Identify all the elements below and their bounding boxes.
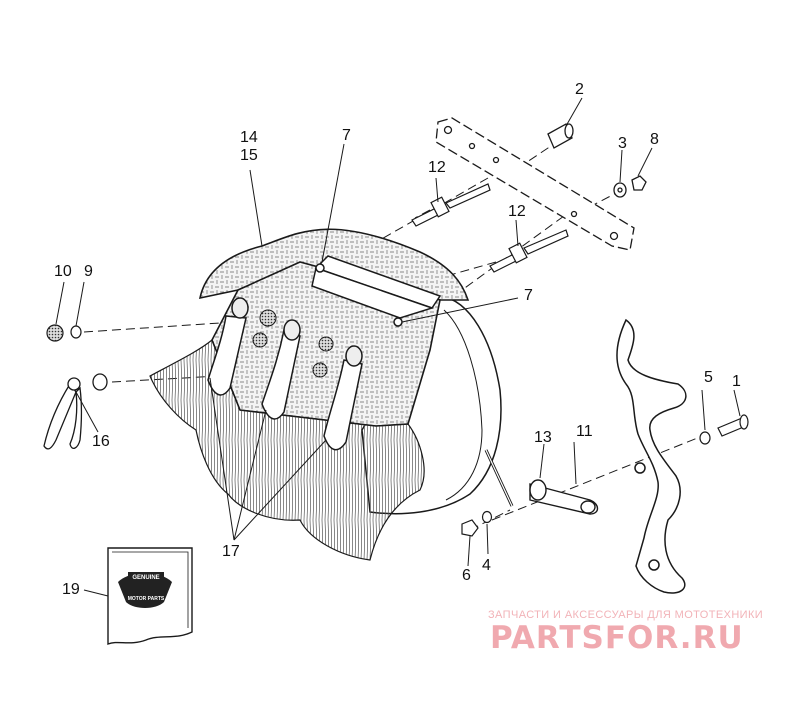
leader-lines <box>55 97 741 597</box>
badge-emblem <box>118 573 172 608</box>
parts-kit-box: GENUINE MOTOR PARTS <box>107 547 193 646</box>
bolt-and-washer <box>699 414 749 445</box>
callout-8: 8 <box>650 131 659 148</box>
callout-11: 11 <box>576 423 593 440</box>
stud-parts <box>411 183 569 273</box>
callout-14: 14 <box>240 129 258 146</box>
callout-7-top: 7 <box>342 127 351 144</box>
callout-12-upper: 12 <box>428 159 446 176</box>
callout-labels: 1 2 3 4 5 6 7 7 8 9 10 11 12 12 13 14 15… <box>54 81 741 598</box>
callout-3: 3 <box>618 135 627 152</box>
callout-1: 1 <box>732 373 741 390</box>
side-plate <box>616 318 687 594</box>
callout-19: 19 <box>62 581 80 598</box>
callout-6: 6 <box>462 567 471 584</box>
callout-16: 16 <box>92 433 110 450</box>
watermark-logo: PARTSFOR.RU <box>490 620 744 656</box>
callout-10: 10 <box>54 263 72 280</box>
support-arm <box>529 479 599 515</box>
callout-13: 13 <box>534 429 552 446</box>
callout-4: 4 <box>482 557 491 574</box>
mounting-rail <box>435 117 635 251</box>
callout-15: 15 <box>240 147 258 164</box>
kit-badge-bottom: MOTOR PARTS <box>128 596 165 602</box>
watermark-caption: ЗАПЧАСТИ И АКСЕССУАРЫ ДЛЯ МОТОТЕХНИКИ <box>488 609 764 621</box>
kit-badge-top: GENUINE <box>132 575 159 581</box>
tie-strap-part <box>43 373 108 450</box>
callout-7-right: 7 <box>524 287 533 304</box>
washer-and-nut <box>613 175 647 198</box>
callout-9: 9 <box>84 263 93 280</box>
callout-12-lower: 12 <box>508 203 526 220</box>
callout-17: 17 <box>222 543 240 560</box>
nut-and-washer <box>461 510 493 537</box>
saddlebag <box>149 228 514 561</box>
spacer-part <box>547 123 574 149</box>
callout-5: 5 <box>704 369 713 386</box>
snap-button-parts <box>46 324 82 342</box>
callout-2: 2 <box>575 81 584 98</box>
